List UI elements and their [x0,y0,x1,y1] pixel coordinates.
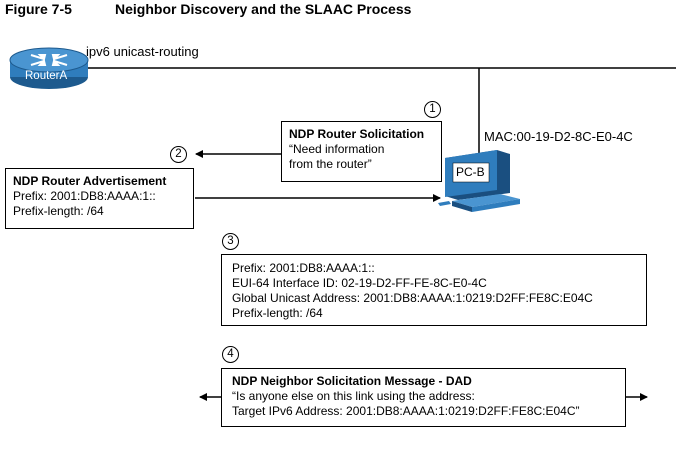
figure-number: Figure 7-5 [5,1,72,17]
ra-line1: Prefix: 2001:DB8:AAAA:1:: [13,189,156,203]
step-4-marker: 4 [222,346,239,363]
pc-mac: MAC:00-19-D2-8C-E0-4C [484,129,633,144]
slaac-prefix: Prefix: 2001:DB8:AAAA:1:: [232,261,375,275]
pc-name: PC-B [456,165,485,179]
slaac-interface-id: EUI-64 Interface ID: 02-19-D2-FF-FE-8C-E… [232,276,487,290]
rs-line1: “Need information [289,142,385,156]
step-1-marker: 1 [424,101,441,118]
slaac-address-box: Prefix: 2001:DB8:AAAA:1:: EUI-64 Interfa… [221,254,647,326]
figure-title: Neighbor Discovery and the SLAAC Process [115,1,412,17]
router-icon [9,47,89,89]
ra-line2: Prefix-length: /64 [13,204,104,218]
dad-line1: “Is anyone else on this link using the a… [232,389,475,403]
dad-box: NDP Neighbor Solicitation Message - DAD … [221,368,626,427]
router-name: RouterA [25,70,68,82]
step-3-marker: 3 [222,233,239,250]
rs-title: NDP Router Solicitation [289,127,425,141]
rs-line2: from the router” [289,157,372,171]
dad-line2: Target IPv6 Address: 2001:DB8:AAAA:1:021… [232,404,580,418]
slaac-prefix-length: Prefix-length: /64 [232,306,323,320]
pc-icon [438,150,520,212]
router-solicitation-box: NDP Router Solicitation “Need informatio… [281,121,442,182]
dad-title: NDP Neighbor Solicitation Message - DAD [232,374,472,388]
slaac-global-address: Global Unicast Address: 2001:DB8:AAAA:1:… [232,291,593,305]
router-command: ipv6 unicast-routing [86,44,199,59]
step-2-marker: 2 [170,146,187,163]
router-advertisement-box: NDP Router Advertisement Prefix: 2001:DB… [5,168,194,229]
figure-header: Figure 7-5 Neighbor Discovery and the SLA… [5,1,411,17]
ra-title: NDP Router Advertisement [13,174,167,188]
